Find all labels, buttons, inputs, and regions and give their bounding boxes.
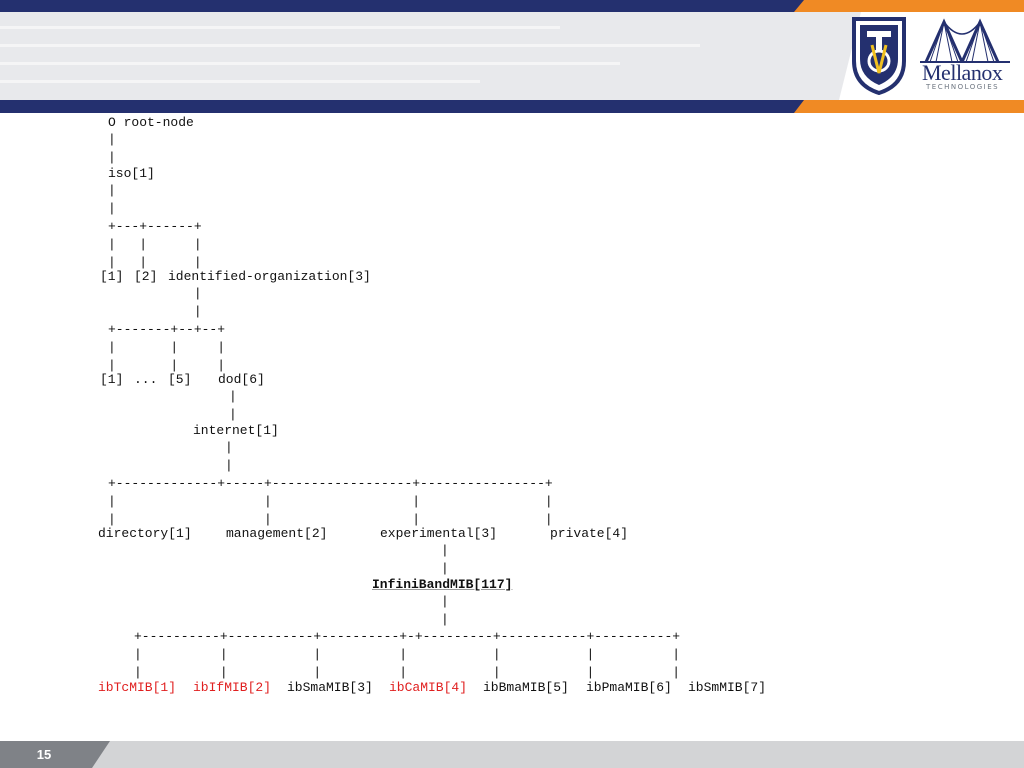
- root-node-label: O root-node: [108, 115, 194, 130]
- private-node: private[4]: [550, 526, 629, 541]
- directory-node: directory[1]: [98, 526, 192, 541]
- header-top-bar: [0, 0, 1024, 12]
- org-ellipsis: ...: [134, 372, 158, 387]
- experimental-node: experimental[3]: [380, 526, 498, 541]
- technion-logo-icon: [852, 17, 906, 95]
- iso-child-2: [2]: [134, 269, 158, 284]
- tree-connector: | |: [229, 389, 237, 422]
- tree-connector: +----------+-----------+----------+-+---…: [134, 629, 681, 680]
- org-child-5: [5]: [168, 372, 192, 387]
- header-bottom-bar: [0, 100, 1024, 113]
- dod-node: dod[6]: [218, 372, 265, 387]
- slide-header: Mellanox TECHNOLOGIES: [0, 0, 1024, 113]
- ib-pma-mib-node: ibPmaMIB[6]: [586, 680, 672, 695]
- footer-tab: [0, 741, 110, 768]
- tree-connector: | | +---+------+ | | | | | |: [108, 183, 202, 270]
- internet-node: internet[1]: [193, 423, 279, 438]
- mib-tree-diagram: O root-node | | iso[1] | | +---+------+ …: [0, 113, 1024, 713]
- ib-sma-mib-node: ibSmaMIB[3]: [287, 680, 373, 695]
- tree-connector: | |: [441, 594, 449, 627]
- header-swoosh: [0, 44, 700, 47]
- header-bottom-accent: [794, 100, 1024, 113]
- infiniband-mib-node: InfiniBandMIB[117]: [372, 577, 513, 592]
- page-number: 15: [36, 747, 52, 762]
- tree-connector: | |: [441, 543, 449, 576]
- ib-sm-mib-node: ibSmMIB[7]: [688, 680, 767, 695]
- identified-organization-node: identified-organization[3]: [168, 269, 371, 284]
- ib-bma-mib-node: ibBmaMIB[5]: [483, 680, 569, 695]
- ib-tc-mib-node: ibTcMIB[1]: [98, 680, 177, 695]
- mellanox-logo-icon: [920, 18, 1010, 63]
- management-node: management[2]: [226, 526, 328, 541]
- header-swoosh: [0, 26, 560, 29]
- slide-footer: 15: [0, 741, 1024, 768]
- tree-connector: | | +-------+--+--+ | | | | | |: [108, 286, 226, 373]
- mellanox-subtext: TECHNOLOGIES: [926, 83, 1000, 91]
- mellanox-wordmark: Mellanox: [922, 60, 1003, 85]
- ib-if-mib-node: ibIfMIB[2]: [193, 680, 272, 695]
- ib-ca-mib-node: ibCaMIB[4]: [389, 680, 468, 695]
- tree-connector: | | +-------------+-----+---------------…: [108, 440, 553, 527]
- tree-connector: | |: [108, 132, 116, 165]
- org-child-1: [1]: [100, 372, 124, 387]
- iso-child-1: [1]: [100, 269, 124, 284]
- header-swoosh: [0, 62, 620, 65]
- header-top-accent: [794, 0, 1024, 12]
- iso-node: iso[1]: [108, 166, 155, 181]
- header-swoosh: [0, 80, 480, 83]
